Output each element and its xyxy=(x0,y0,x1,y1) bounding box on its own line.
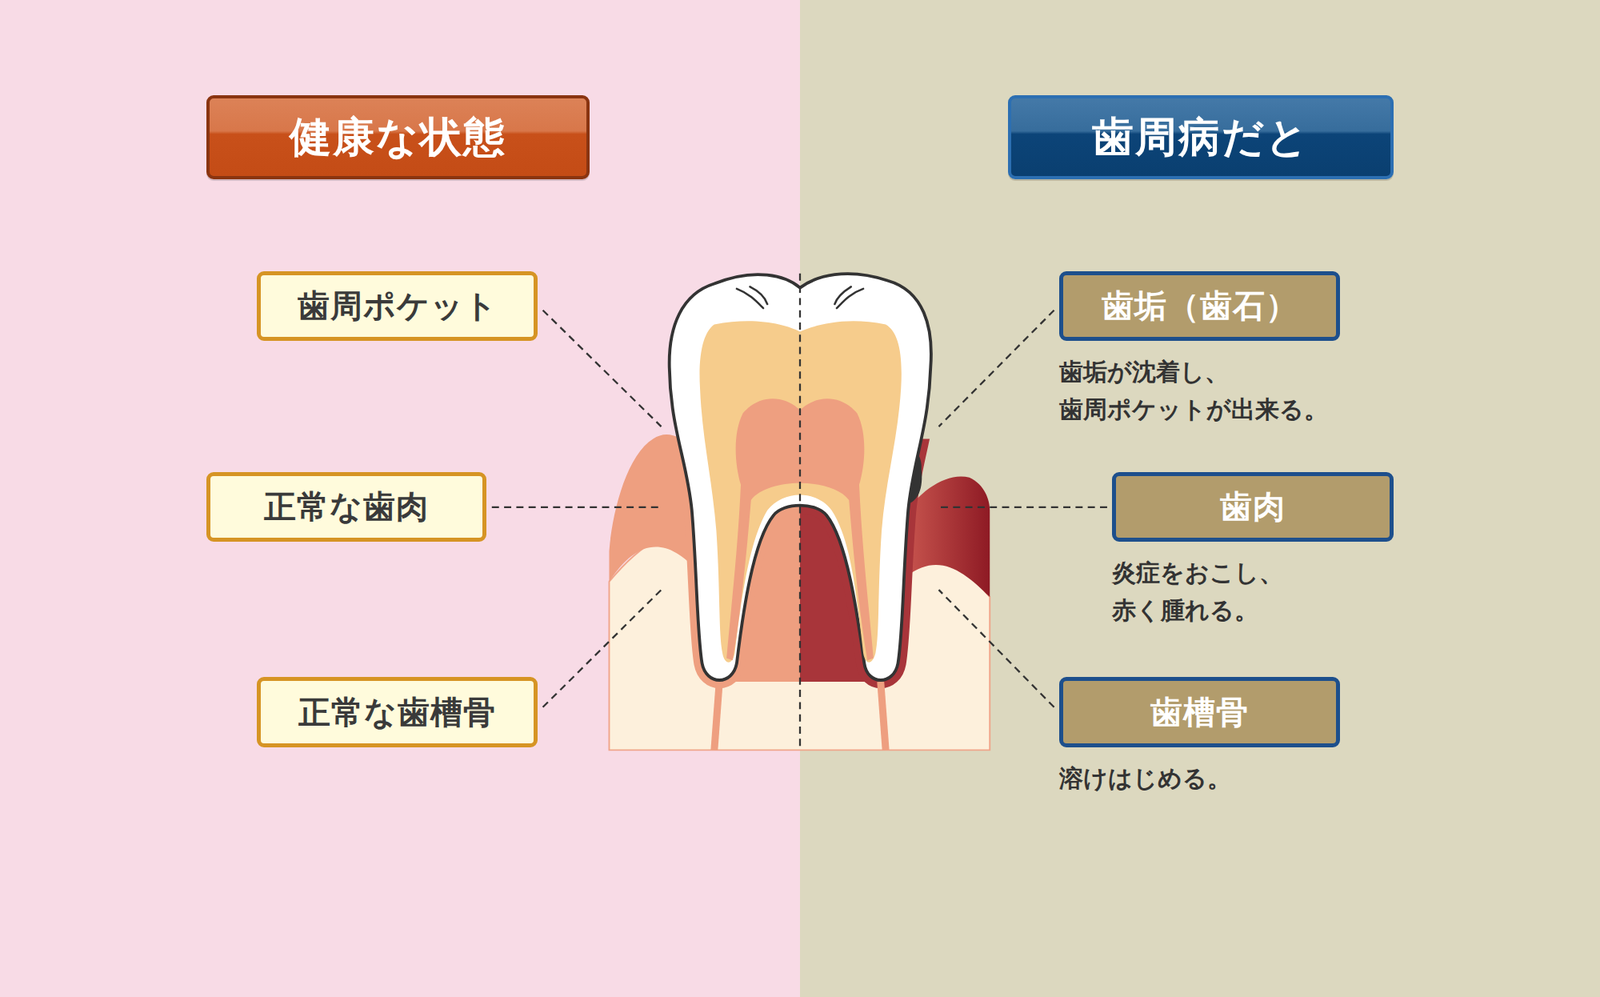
callout-box: 歯垢（歯石）歯垢が沈着し、 歯周ポケットが出来る。 xyxy=(1059,271,1340,341)
box-face: 正常な歯槽骨 xyxy=(256,676,538,748)
healthy-root-tissue xyxy=(669,438,800,682)
header-badge: 健康な状態 xyxy=(206,95,590,180)
nerve-line xyxy=(880,681,886,750)
fissure-line xyxy=(836,288,864,308)
leader-line xyxy=(938,589,1054,708)
leader-line xyxy=(940,506,1108,508)
leader-line xyxy=(492,506,659,508)
box-face: 歯周ポケット xyxy=(256,271,538,341)
box-label: 正常な歯槽骨 xyxy=(298,690,496,735)
box-label: 歯周病だと xyxy=(1092,109,1310,166)
box-face: 歯肉 xyxy=(1112,472,1394,542)
leader-lines xyxy=(492,273,1108,751)
header-badge: 歯周病だと xyxy=(1008,95,1394,180)
description-text: 歯垢が沈着し、 歯周ポケットが出来る。 xyxy=(1059,353,1412,428)
leader-line xyxy=(938,310,1054,427)
box-face: 正常な歯肉 xyxy=(206,472,487,542)
leader-line xyxy=(543,310,662,427)
box-label: 歯周ポケット xyxy=(297,284,498,328)
healthy-panel xyxy=(0,0,800,997)
box-face: 健康な状態 xyxy=(206,95,590,180)
callout-box: 歯肉炎症をおこし、 赤く腫れる。 xyxy=(1112,472,1394,542)
fissure-line xyxy=(834,286,851,304)
inflamed-root-tissue xyxy=(800,438,932,682)
root-membrane xyxy=(669,438,800,680)
leader-line xyxy=(543,589,662,708)
nerve-line xyxy=(714,681,720,750)
callout-box: 正常な歯肉 xyxy=(206,472,487,542)
center-divider xyxy=(799,273,801,751)
callout-box: 歯槽骨溶けはじめる。 xyxy=(1059,676,1340,748)
fissure-line xyxy=(750,286,768,304)
box-label: 歯肉 xyxy=(1220,484,1286,529)
box-label: 健康な状態 xyxy=(289,109,507,166)
box-face: 歯垢（歯石） xyxy=(1059,271,1340,341)
description-text: 溶けはじめる。 xyxy=(1059,760,1412,798)
callout-box: 正常な歯槽骨 xyxy=(256,676,538,748)
box-label: 歯槽骨 xyxy=(1150,690,1249,735)
box-label: 歯垢（歯石） xyxy=(1101,284,1299,328)
description-text: 炎症をおこし、 赤く腫れる。 xyxy=(1112,554,1416,629)
box-face: 歯槽骨 xyxy=(1059,676,1340,748)
disease-panel xyxy=(800,0,1600,997)
box-label: 正常な歯肉 xyxy=(264,484,429,529)
callout-box: 歯周ポケット xyxy=(256,271,538,341)
root-membrane xyxy=(800,438,932,680)
box-face: 歯周病だと xyxy=(1008,95,1394,180)
